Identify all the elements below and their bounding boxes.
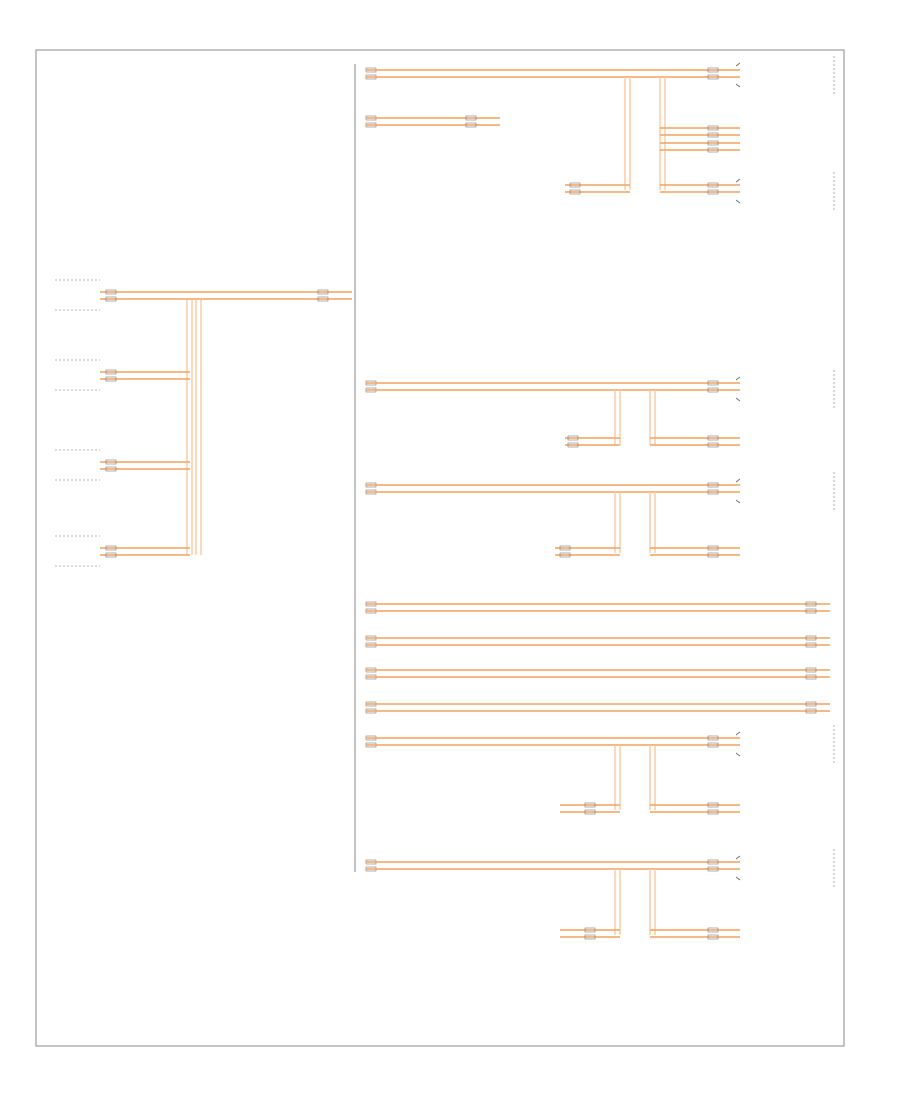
module-bracket xyxy=(735,62,741,88)
module-connector-pin xyxy=(707,809,719,815)
module-bracket xyxy=(735,731,741,757)
module-connector-pin xyxy=(707,125,719,131)
module-connector-pin xyxy=(805,601,817,607)
module-connector-pin xyxy=(707,132,719,138)
module-connector-pin xyxy=(707,182,719,188)
module-connector-pin xyxy=(569,189,581,195)
module-connector-pin xyxy=(707,442,719,448)
module-connector-pin xyxy=(105,545,117,551)
module-connector-pin xyxy=(707,482,719,488)
module-bracket xyxy=(735,376,741,402)
module-connector-pin xyxy=(707,742,719,748)
module-connector-pin xyxy=(805,642,817,648)
module-connector-pin xyxy=(707,552,719,558)
module-connector-pin xyxy=(707,735,719,741)
module-connector-pin xyxy=(559,552,571,558)
module-connector-pin xyxy=(105,376,117,382)
module-connector-pin xyxy=(567,442,579,448)
module-bracket xyxy=(735,855,741,881)
module-connector-pin xyxy=(465,115,477,121)
module-connector-pin xyxy=(584,927,596,933)
module-connector-pin xyxy=(707,147,719,153)
module-connector-pin xyxy=(569,182,581,188)
module-connector-pin xyxy=(465,122,477,128)
splice-pin xyxy=(317,289,329,295)
module-connector-pin xyxy=(707,859,719,865)
module-connector-pin xyxy=(805,708,817,714)
module-connector-pin xyxy=(707,934,719,940)
module-connector-pin xyxy=(567,435,579,441)
module-connector-pin xyxy=(805,674,817,680)
module-connector-pin xyxy=(105,296,117,302)
module-connector-pin xyxy=(584,934,596,940)
module-connector-pin xyxy=(805,667,817,673)
module-connector-pin xyxy=(559,545,571,551)
module-connector-pin xyxy=(707,74,719,80)
module-connector-pin xyxy=(707,140,719,146)
module-connector-pin xyxy=(105,552,117,558)
module-connector-pin xyxy=(805,608,817,614)
module-connector-pin xyxy=(707,489,719,495)
module-bracket xyxy=(735,178,741,204)
module-connector-pin xyxy=(105,289,117,295)
diagram-frame xyxy=(35,49,845,1047)
module-connector-pin xyxy=(707,435,719,441)
module-connector-pin xyxy=(707,67,719,73)
module-connector-pin xyxy=(707,802,719,808)
module-connector-pin xyxy=(584,809,596,815)
splice-pin xyxy=(317,296,329,302)
module-connector-pin xyxy=(707,927,719,933)
module-connector-pin xyxy=(105,369,117,375)
module-connector-pin xyxy=(707,387,719,393)
module-connector-pin xyxy=(707,189,719,195)
module-bracket xyxy=(735,478,741,504)
module-connector-pin xyxy=(707,380,719,386)
module-connector-pin xyxy=(584,802,596,808)
module-connector-pin xyxy=(805,701,817,707)
module-connector-pin xyxy=(105,459,117,465)
module-connector-pin xyxy=(707,545,719,551)
module-connector-pin xyxy=(707,866,719,872)
module-connector-pin xyxy=(805,635,817,641)
module-connector-pin xyxy=(105,466,117,472)
